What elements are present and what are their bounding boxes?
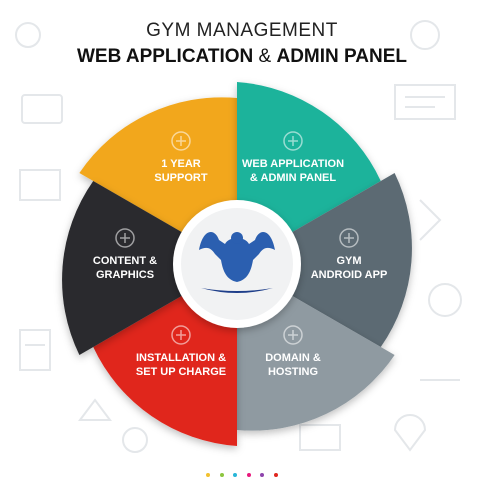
segment-6-line2: GRAPHICS	[96, 269, 154, 281]
title-line1: GYM MANAGEMENT	[146, 20, 338, 41]
monitor-icon	[19, 169, 61, 201]
presentation-icon	[115, 228, 135, 248]
title-admin-panel: ADMIN PANEL	[276, 46, 408, 67]
segment-4-line1: DOMAIN &	[265, 352, 321, 364]
dot-6	[273, 473, 278, 477]
title-block: GYM MANAGEMENT WEB APPLICATION & ADMIN P…	[0, 20, 484, 68]
badge-icon	[171, 131, 191, 151]
segment-2-line2: & ADMIN PANEL	[250, 172, 336, 184]
segment-5-line2: SET UP CHARGE	[136, 366, 226, 378]
search-icon	[15, 22, 41, 48]
segment-4-line2: HOSTING	[268, 366, 318, 378]
segment-5-line1: INSTALLATION &	[136, 352, 226, 364]
pagination-dots	[0, 464, 484, 482]
chart-bg-icon	[299, 424, 341, 451]
clock-icon	[428, 283, 462, 317]
segment-6	[62, 181, 238, 355]
android-icon	[339, 228, 359, 248]
clipboard-icon	[19, 329, 51, 371]
dot-5	[260, 473, 265, 477]
pin-icon	[393, 414, 427, 452]
dot-4	[246, 473, 251, 477]
gears-icon	[171, 325, 191, 345]
bodybuilder-logo	[199, 231, 275, 293]
segment-1-line1: 1 YEAR	[161, 158, 201, 170]
chat-icon	[21, 94, 63, 124]
segment-3-line1: GYM	[336, 255, 361, 267]
dot-1	[206, 473, 211, 477]
dot-3	[233, 473, 238, 477]
segment-6-line1: CONTENT &	[93, 255, 157, 267]
segment-2-line1: WEB APPLICATION	[242, 158, 344, 170]
title-web-app: WEB APPLICATION	[76, 46, 254, 67]
globe-bg-icon	[122, 427, 148, 453]
dot-2	[219, 473, 224, 477]
document-icon	[394, 84, 456, 120]
server-icon	[283, 325, 303, 345]
segment-1-line2: SUPPORT	[154, 172, 207, 184]
segment-3	[237, 173, 412, 347]
segment-3-line2: ANDROID APP	[311, 269, 388, 281]
title-line2: WEB APPLICATION & ADMIN PANEL	[0, 46, 484, 68]
globe-icon	[283, 131, 303, 151]
chevron-icon	[419, 199, 442, 241]
triangle-icon	[78, 398, 112, 421]
percent-icon	[410, 20, 440, 50]
title-amp: &	[253, 46, 277, 67]
